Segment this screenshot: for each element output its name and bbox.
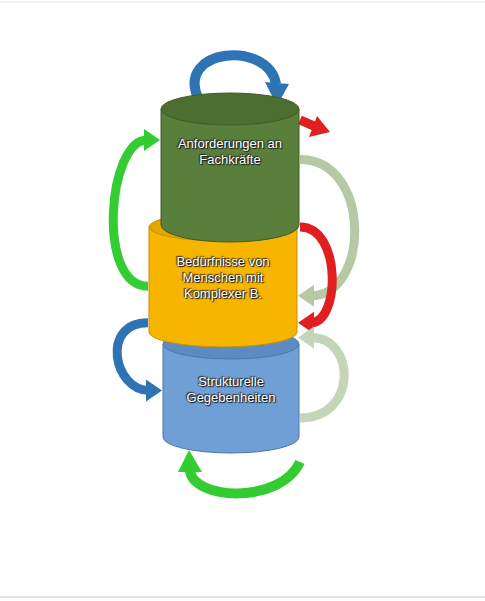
curved-arrow: [298, 160, 355, 307]
text-area: Anforderungen an Fachkräfte: [160, 92, 300, 190]
cylinder-node: Bedürfnisse von Menschen mit Komplexer B…: [148, 212, 298, 347]
node-label: Bedürfnisse von Menschen mit Komplexer B…: [156, 254, 290, 302]
cylinder-node: Anforderungen an Fachkräfte: [160, 92, 300, 242]
node-label: Anforderungen an Fachkräfte: [168, 136, 292, 168]
frame-line: [0, 597, 485, 598]
bottom-arrow: [190, 462, 300, 493]
cylinder-body: [161, 109, 299, 242]
arrow-body: [117, 323, 149, 391]
text-area: Strukturelle Gegebenheiten: [162, 328, 300, 428]
text-area: Bedürfnisse von Menschen mit Komplexer B…: [148, 212, 298, 324]
cylinder-body: [163, 344, 299, 453]
arrow-head: [146, 380, 162, 402]
cylinder-top: [161, 93, 299, 125]
node-label: Strukturelle Gegebenheiten: [170, 374, 292, 406]
curved-arrow: [298, 327, 344, 418]
small-arrow: [300, 120, 314, 126]
arrow-body: [113, 140, 148, 286]
cylinder-body: [149, 227, 297, 347]
cylinder-node: Strukturelle Gegebenheiten: [162, 328, 300, 453]
arrow-body: [300, 338, 344, 418]
arrow-body: [300, 227, 332, 323]
arrow-head: [298, 327, 314, 349]
frame-line: [0, 2, 485, 3]
arrow-head: [144, 129, 160, 151]
arrow-head: [298, 285, 314, 307]
loop-arrow: [195, 55, 276, 98]
arrow-head: [309, 116, 330, 137]
arrow-head: [178, 450, 202, 472]
curved-arrow: [298, 227, 332, 334]
